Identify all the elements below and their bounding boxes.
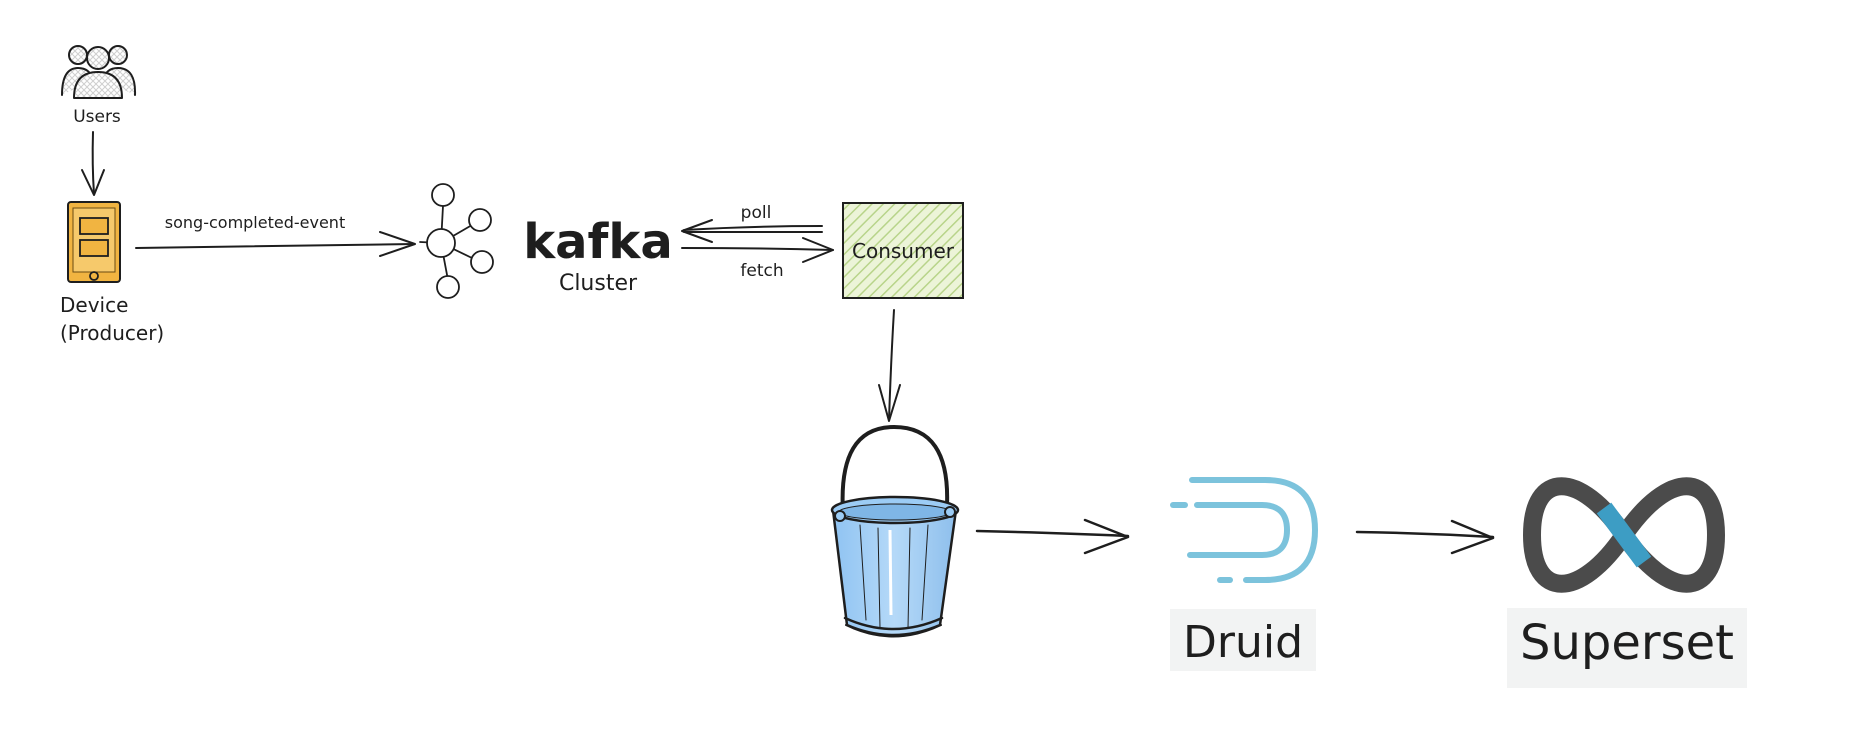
kafka-cluster-label: Cluster bbox=[559, 271, 638, 296]
bucket-icon bbox=[830, 425, 960, 638]
users-to-device-arrow bbox=[81, 131, 105, 196]
consumer-label: Consumer bbox=[852, 239, 955, 263]
bucket-to-druid-arrow bbox=[975, 518, 1130, 555]
druid-label-background bbox=[1170, 609, 1316, 671]
superset-infinity-icon bbox=[1522, 477, 1726, 593]
superset-label-background bbox=[1507, 608, 1747, 688]
device-role-label: (Producer) bbox=[60, 321, 164, 345]
consumer-box bbox=[842, 202, 964, 299]
druid-to-superset-arrow bbox=[1355, 519, 1495, 555]
consumer-node: Consumer bbox=[842, 202, 964, 299]
users-node: Users bbox=[61, 45, 137, 127]
kafka-icon bbox=[419, 183, 494, 299]
druid-node: Druid bbox=[1170, 477, 1319, 671]
poll-label: poll bbox=[741, 203, 772, 223]
superset-node: Superset bbox=[1507, 477, 1747, 688]
kafka-wordmark: kafka bbox=[523, 214, 673, 270]
druid-label: Druid bbox=[1183, 617, 1303, 668]
users-label: Users bbox=[73, 107, 121, 127]
kafka-node: kafka Cluster bbox=[419, 183, 673, 299]
device-label: Device bbox=[60, 293, 128, 317]
mobile-device-icon bbox=[67, 201, 121, 283]
fetch-label: fetch bbox=[740, 261, 783, 281]
superset-label: Superset bbox=[1520, 615, 1734, 671]
users-icon bbox=[61, 45, 137, 99]
consumer-to-bucket-arrow bbox=[878, 309, 901, 422]
bucket-node bbox=[830, 425, 960, 638]
device-to-kafka-arrow: song-completed-event bbox=[135, 213, 416, 257]
poll-arrow: poll bbox=[681, 203, 823, 243]
song-completed-event-label: song-completed-event bbox=[165, 213, 345, 232]
fetch-arrow: fetch bbox=[681, 237, 834, 281]
device-node: Device (Producer) bbox=[60, 201, 164, 345]
druid-logo-icon bbox=[1170, 477, 1319, 583]
